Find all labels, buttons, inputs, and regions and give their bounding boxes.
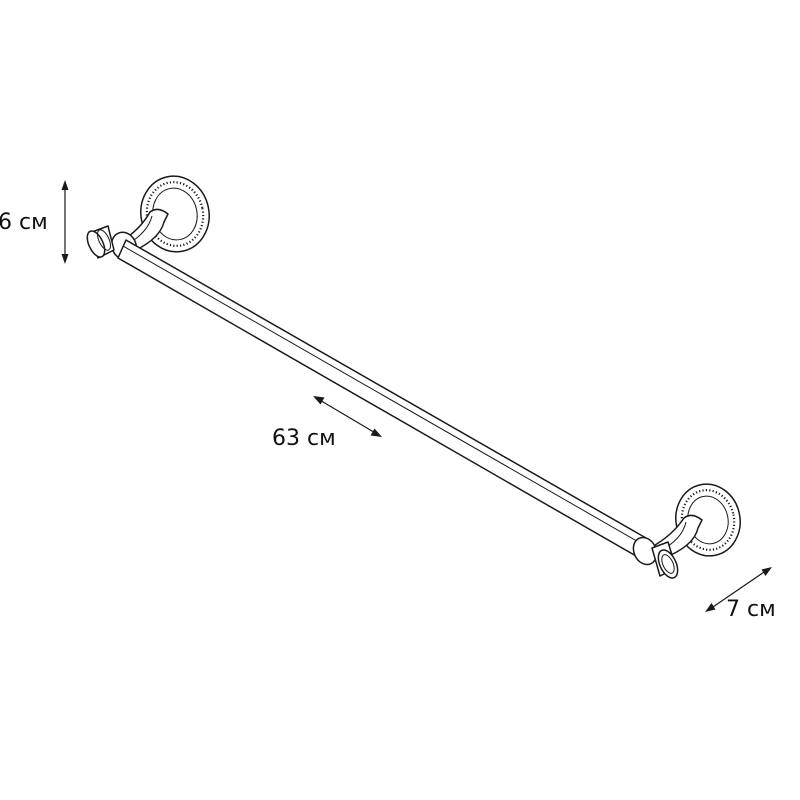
left-end-cap (86, 225, 138, 261)
right-end-cap (632, 536, 679, 579)
depth-dimension-arrow (705, 567, 772, 612)
length-label: 63 см (272, 426, 336, 451)
height-dimension-arrow (61, 180, 69, 264)
length-dimension-arrow (313, 396, 382, 437)
height-label: 6 см (0, 210, 48, 235)
towel-bar (117, 239, 647, 557)
depth-label: 7 см (726, 597, 776, 622)
